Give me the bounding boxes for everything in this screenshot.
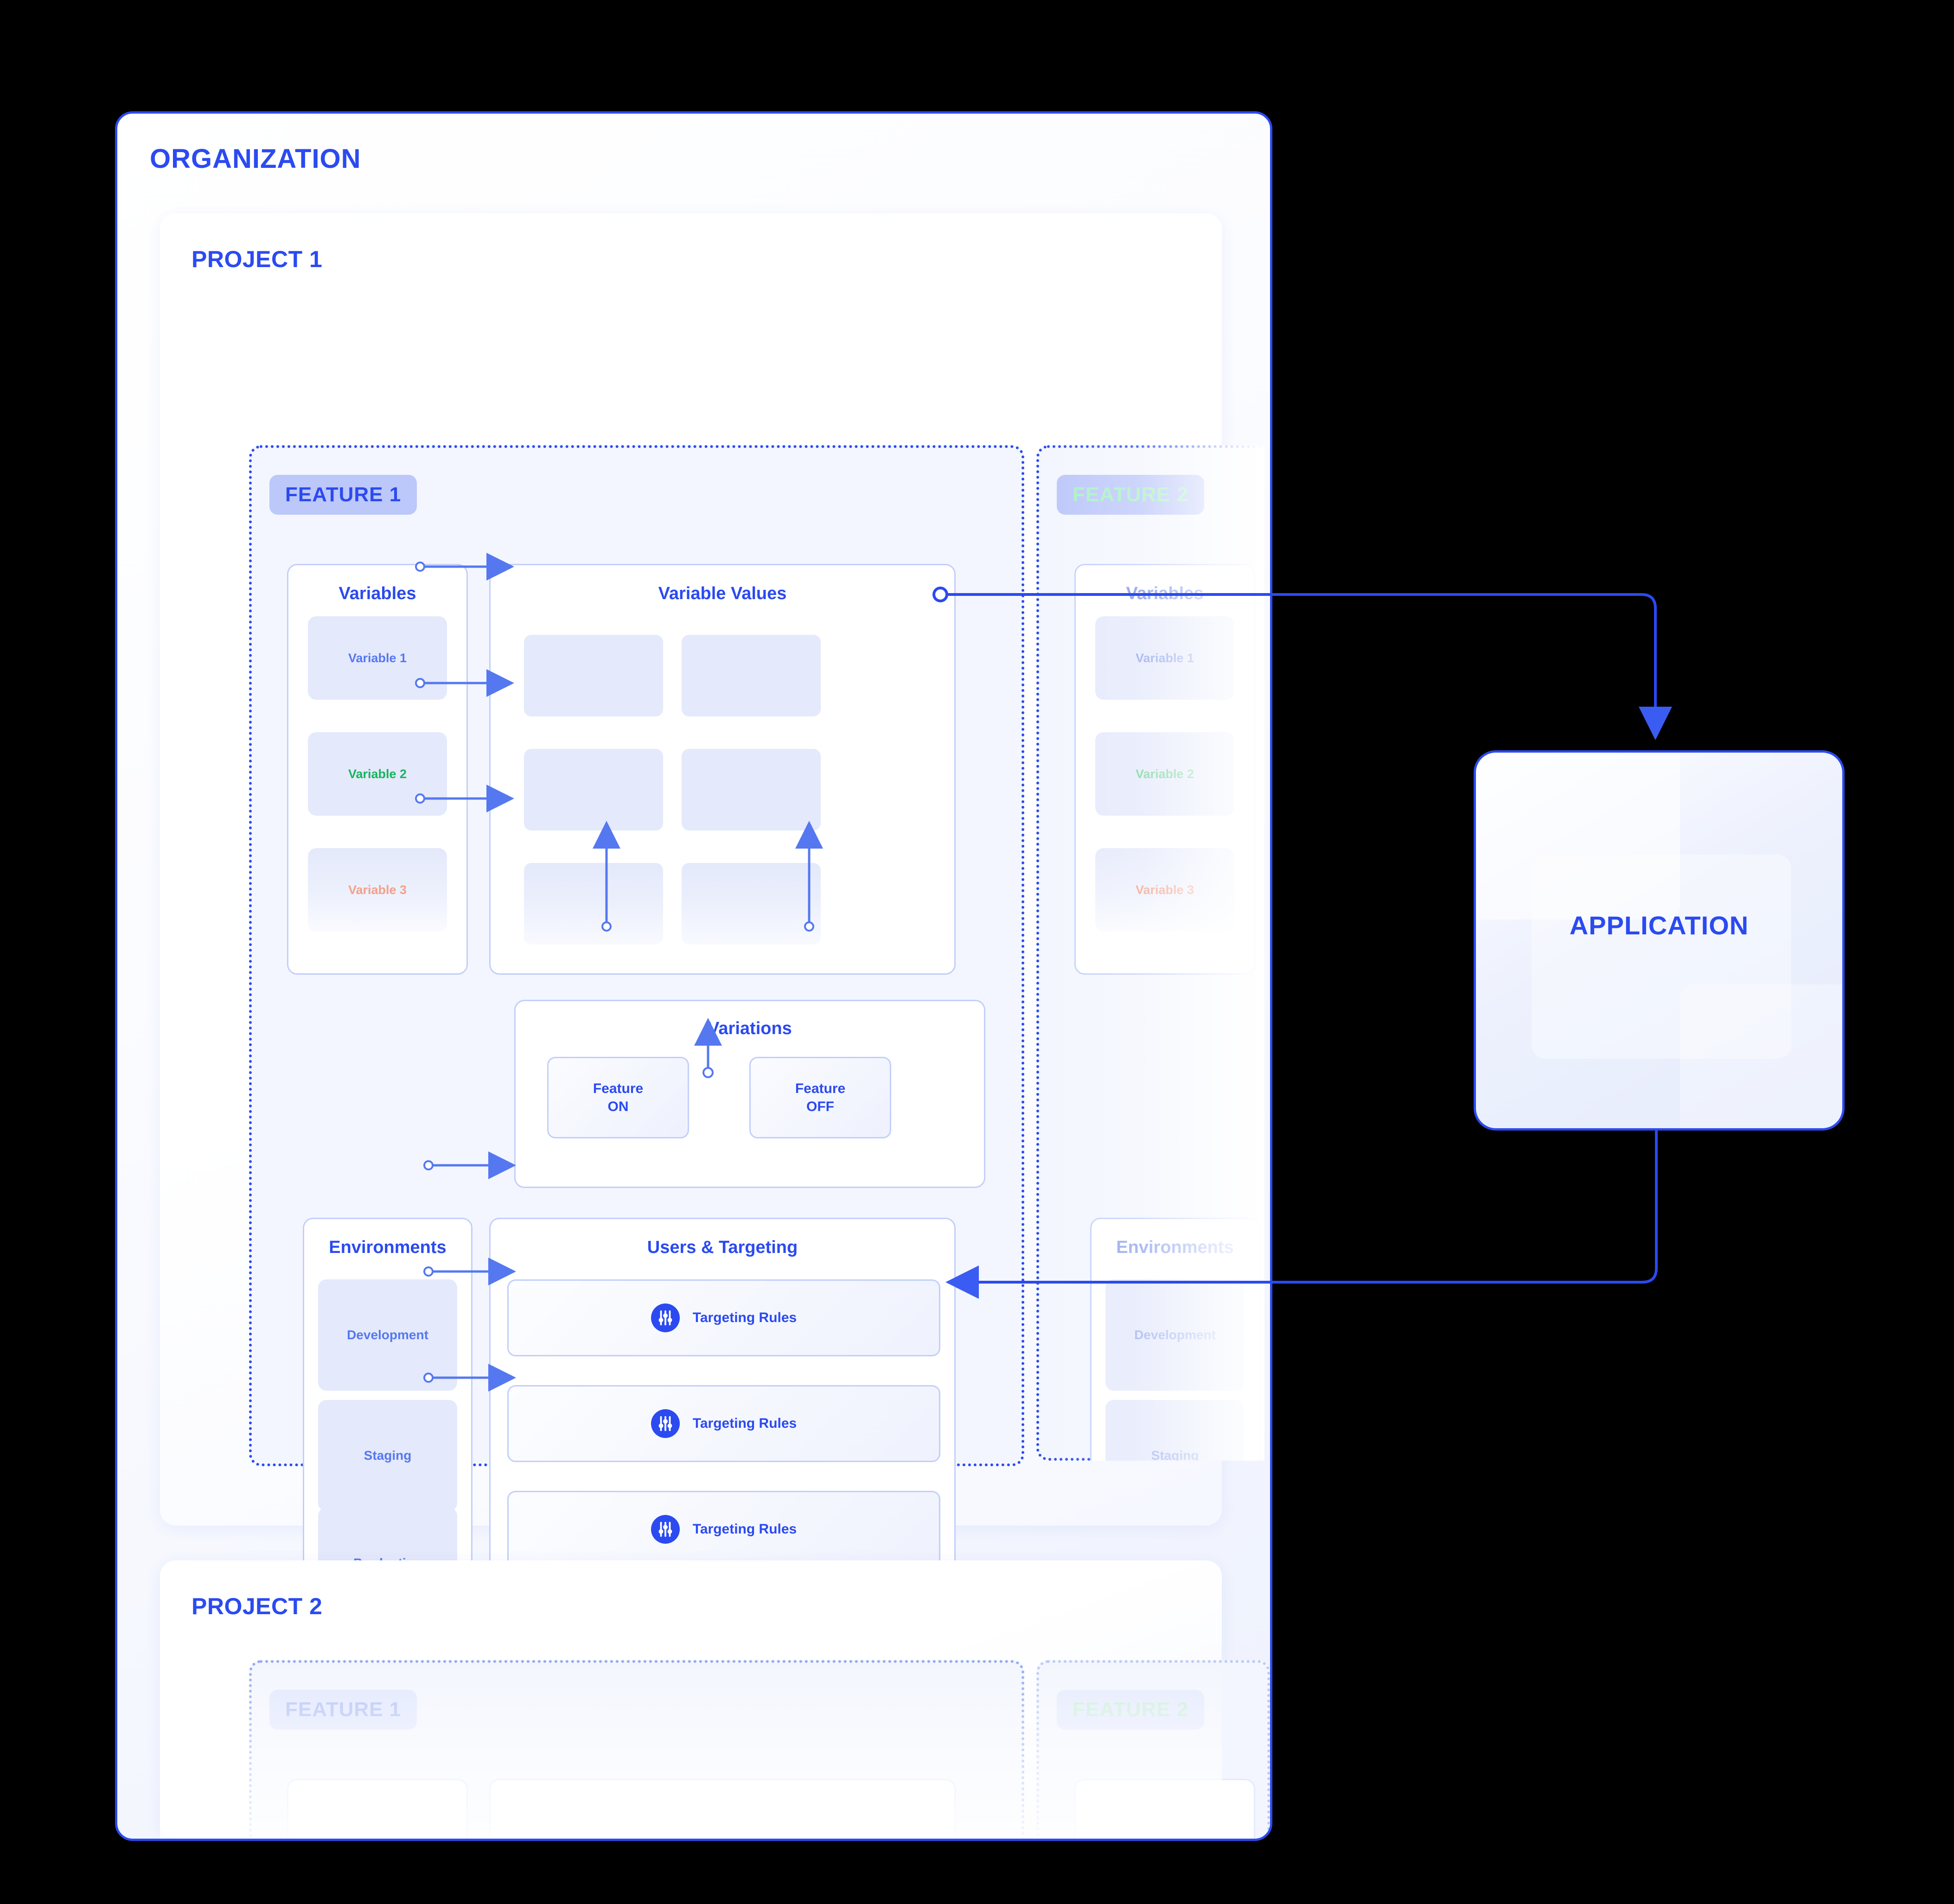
organization-title: ORGANIZATION [150, 144, 361, 174]
feature-1-panel: FEATURE 1 Variables Variable 1 Variable … [249, 445, 1024, 1624]
variable-value-box[interactable] [682, 749, 821, 831]
feature-2-panel: FEATURE 2 Variables Variable 1 Variable … [1036, 445, 1264, 1461]
project-2-card: PROJECT 2 FEATURE 1 FEATURE 2 [160, 1560, 1270, 1839]
users-targeting-panel: Users & Targeting [489, 1218, 956, 1624]
variables-panel: Variables Variable 1 Variable 2 Variable… [287, 564, 468, 975]
environment-development-f2[interactable]: Development [1105, 1279, 1245, 1391]
project-2-feature-2-badge[interactable]: FEATURE 2 [1057, 1690, 1205, 1730]
variables-panel-title: Variables [338, 584, 416, 603]
variable-1-chip-f2[interactable]: Variable 1 [1095, 616, 1234, 700]
application-decor-shape [1476, 753, 1680, 920]
targeting-rules-label: Targeting Rules [692, 1521, 797, 1537]
sliders-icon [651, 1409, 680, 1438]
sliders-icon [651, 1515, 680, 1544]
variables-panel-f2: Variables Variable 1 Variable 2 Variable… [1074, 564, 1255, 975]
project-2-variables-panel [287, 1779, 468, 1839]
project-2-f2-variables-panel [1074, 1779, 1255, 1839]
project-2-feature-1-badge[interactable]: FEATURE 1 [269, 1690, 417, 1730]
variable-3-chip-f2[interactable]: Variable 3 [1095, 848, 1234, 932]
variation-feature-off[interactable]: Feature OFF [749, 1057, 891, 1138]
users-targeting-panel-title: Users & Targeting [647, 1238, 798, 1257]
targeting-rules-row[interactable]: Targeting Rules [507, 1279, 940, 1356]
variable-3-chip[interactable]: Variable 3 [308, 848, 447, 932]
application-title: APPLICATION [1569, 911, 1749, 940]
variations-panel-title: Variations [708, 1019, 792, 1038]
targeting-rules-row[interactable]: Targeting Rules [507, 1385, 940, 1462]
targeting-rules-row[interactable]: Targeting Rules [507, 1491, 940, 1568]
project-2-values-panel [489, 1779, 956, 1839]
project-2-title: PROJECT 2 [192, 1593, 323, 1619]
variable-value-box[interactable] [524, 635, 663, 716]
environments-panel-f2: Environments Development Staging Product… [1090, 1218, 1260, 1461]
project-2-feature-2-panel: FEATURE 2 [1036, 1660, 1270, 1839]
environments-panel-title: Environments [329, 1238, 447, 1257]
environments-panel-title-f2: Environments [1116, 1238, 1234, 1257]
variable-values-panel: Variable Values [489, 564, 956, 975]
variable-value-box[interactable] [682, 635, 821, 716]
project-1-title: PROJECT 1 [192, 246, 323, 272]
variable-value-box[interactable] [524, 749, 663, 831]
project-2-feature-1-panel: FEATURE 1 [249, 1660, 1024, 1839]
variables-panel-title-f2: Variables [1126, 584, 1204, 603]
feature-1-badge[interactable]: FEATURE 1 [269, 475, 417, 515]
environment-staging-f2[interactable]: Staging [1105, 1400, 1245, 1461]
variable-1-chip[interactable]: Variable 1 [308, 616, 447, 700]
sliders-icon [651, 1303, 680, 1332]
variable-2-chip[interactable]: Variable 2 [308, 732, 447, 816]
feature-2-badge[interactable]: FEATURE 2 [1057, 475, 1205, 515]
variable-values-panel-title: Variable Values [658, 584, 787, 603]
variation-on-line2: ON [607, 1099, 629, 1114]
environment-development[interactable]: Development [318, 1279, 457, 1391]
variation-on-line1: Feature [593, 1081, 644, 1096]
variation-off-line1: Feature [795, 1081, 846, 1096]
variation-off-line2: OFF [806, 1099, 834, 1114]
project-1-card: PROJECT 1 FEATURE 1 Variables Variable 1… [160, 213, 1264, 1624]
variable-value-box[interactable] [524, 863, 663, 945]
application-decor-shape [1680, 984, 1842, 1128]
environment-staging[interactable]: Staging [318, 1400, 457, 1511]
variable-value-box[interactable] [682, 863, 821, 945]
variable-2-chip-f2[interactable]: Variable 2 [1095, 732, 1234, 816]
targeting-rules-label: Targeting Rules [692, 1310, 797, 1325]
targeting-rules-label: Targeting Rules [692, 1416, 797, 1431]
application-card: APPLICATION [1474, 750, 1845, 1131]
variation-feature-on[interactable]: Feature ON [547, 1057, 689, 1138]
organization-card: ORGANIZATION PROJECT 1 FEATURE 1 Variabl… [115, 111, 1272, 1841]
variations-panel: Variations Feature ON Feature OFF [514, 1000, 985, 1188]
application-decor-shape [1532, 855, 1791, 1059]
